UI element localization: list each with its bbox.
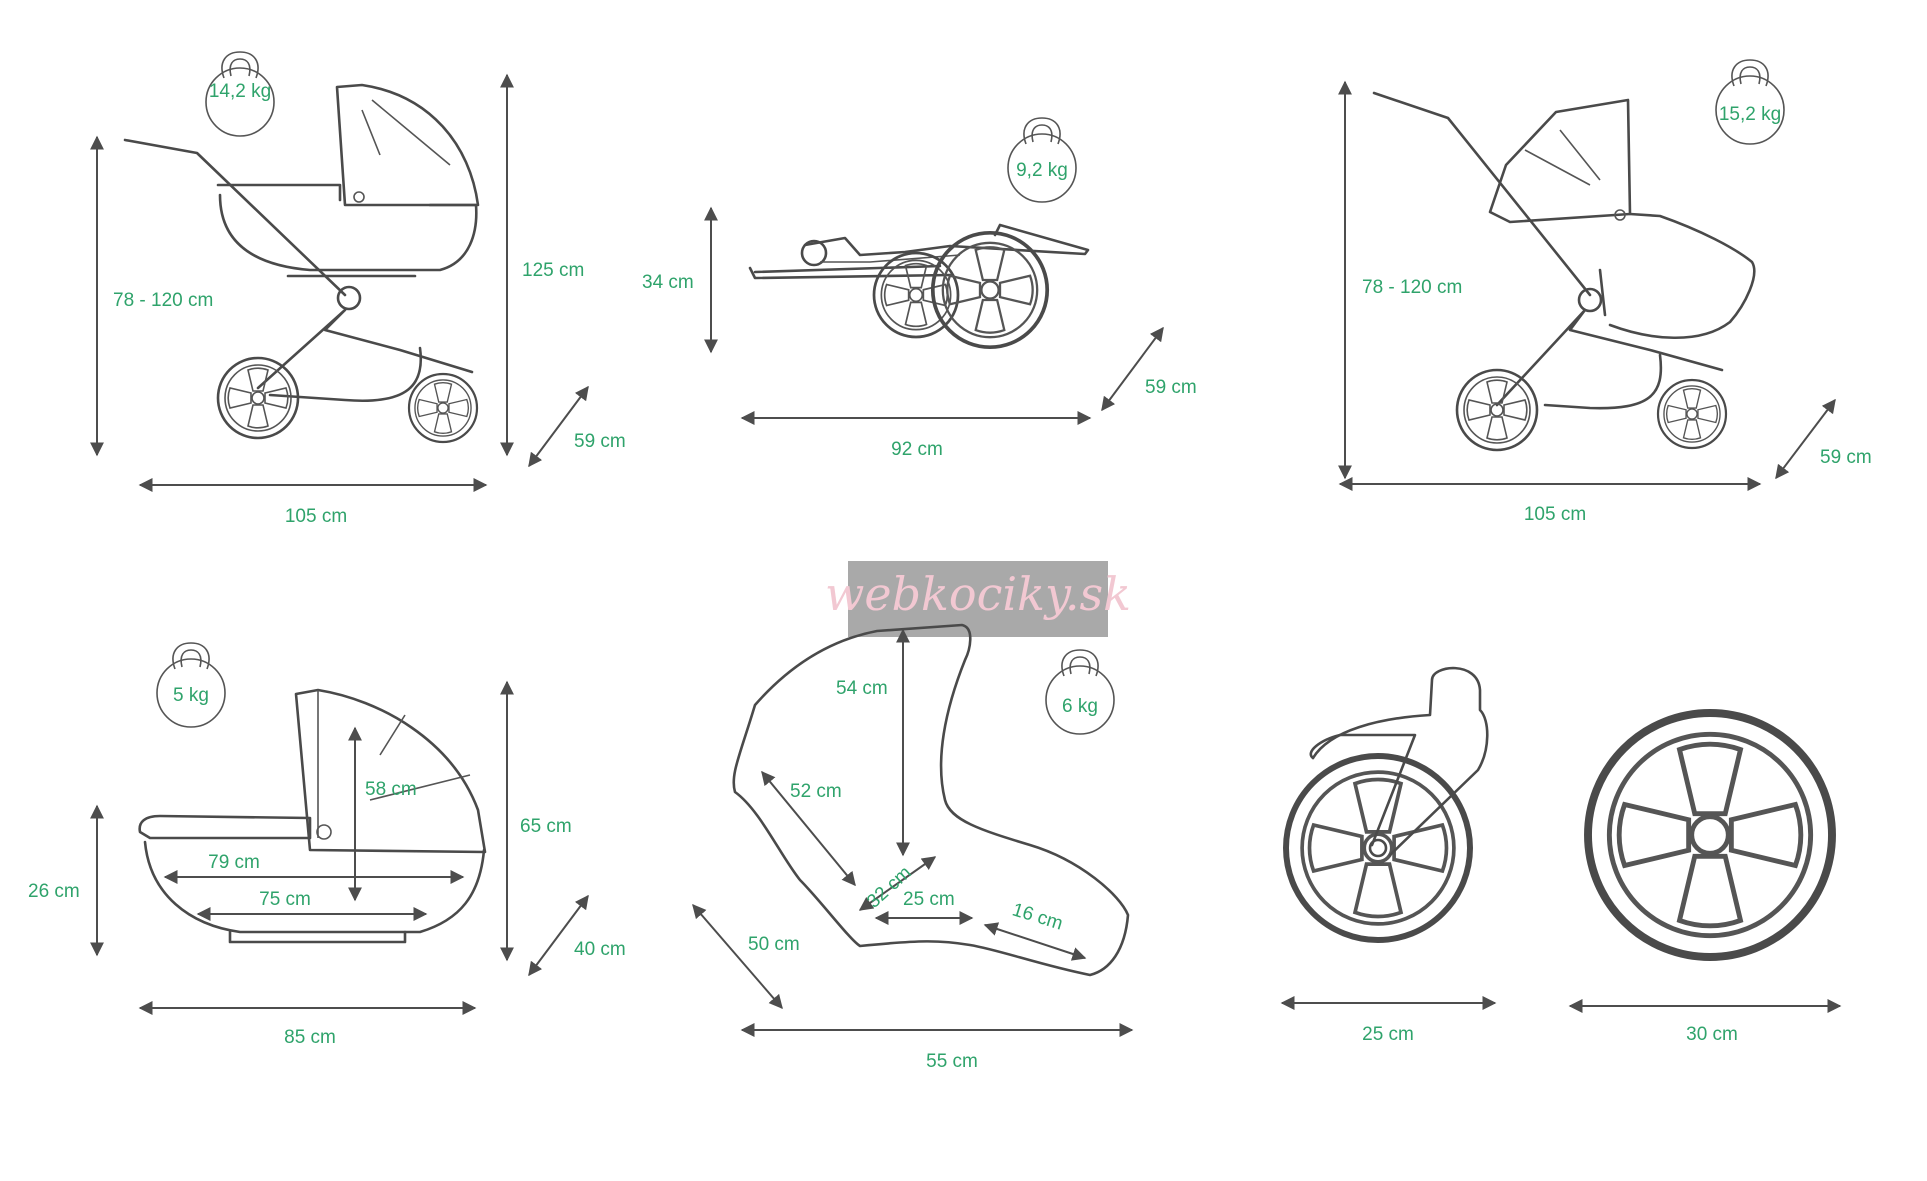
seat-overall-length: 55 cm (926, 1051, 978, 1072)
folded-weight: 9,2 kg (1016, 160, 1068, 181)
seat-panel: webkociky.sk 6 kg 54 cm 52 cm 32 cm 25 c… (692, 561, 1134, 1072)
stroller-weight: 15,2 kg (1719, 104, 1781, 125)
carrycot-weight: 5 kg (173, 685, 209, 706)
seat-weight: 6 kg (1062, 696, 1098, 717)
pram-width: 59 cm (574, 431, 626, 452)
stroller-height-range: 78 - 120 cm (1362, 277, 1462, 298)
seat-footrest: 16 cm (1010, 899, 1066, 934)
wheels-panel: 25 cm 30 cm (1280, 666, 1842, 1045)
stroller-rear-wheel-icon (1656, 378, 1728, 450)
folded-width-dimension (1101, 326, 1164, 412)
stroller-width: 59 cm (1820, 447, 1872, 468)
stroller-drawing-icon (1372, 91, 1756, 452)
front-wheel-drawing-icon (1286, 666, 1489, 940)
carrycot-inner-length-bottom: 75 cm (259, 889, 311, 910)
pram-rear-wheel-icon (407, 372, 479, 444)
pram-width-dimension (528, 385, 589, 468)
pram-weight: 14,2 kg (209, 81, 271, 102)
carrycot-width-dimension (528, 894, 589, 977)
watermark-text: webkociky.sk (825, 567, 1131, 621)
folded-panel: 9,2 kg 34 cm 59 cm 92 cm (642, 117, 1197, 460)
carrycot-outer-height: 26 cm (28, 881, 80, 902)
pram-height-range: 78 - 120 cm (113, 290, 213, 311)
carrycot-width: 40 cm (574, 939, 626, 960)
seat-back-length: 52 cm (790, 781, 842, 802)
carrycot-height: 65 cm (520, 816, 572, 837)
watermark-background (848, 561, 1108, 637)
pram-front-wheel-icon (216, 356, 300, 440)
seat-width: 50 cm (748, 934, 800, 955)
seat-width-dimension (692, 903, 783, 1010)
carrycot-length: 85 cm (284, 1027, 336, 1048)
folded-stroller-drawing-icon (748, 223, 1090, 350)
stroller-panel: 15,2 kg 78 - 120 cm 59 cm 105 cm (1338, 59, 1872, 525)
rear-wheel-size: 30 cm (1686, 1024, 1738, 1045)
weight-kettlebell-icon (1715, 59, 1785, 145)
seat-back-height: 54 cm (836, 678, 888, 699)
seat-back-length-dimension (761, 770, 856, 887)
folded-height: 34 cm (642, 272, 694, 293)
folded-length: 92 cm (891, 439, 943, 460)
pram-length: 105 cm (285, 506, 347, 527)
stroller-width-dimension (1775, 398, 1836, 480)
carrycot-hood-height: 58 cm (365, 779, 417, 800)
carrycot-inner-length-top: 79 cm (208, 852, 260, 873)
carrycot-drawing-icon (138, 688, 487, 944)
pram-drawing-icon (123, 83, 480, 444)
rear-wheel-drawing-icon (1588, 713, 1832, 957)
carrycot-panel: 5 kg 26 cm 79 cm 75 cm 58 cm 65 cm 40 cm… (28, 642, 626, 1048)
stroller-front-wheel-icon (1455, 368, 1539, 452)
front-wheel-size: 25 cm (1362, 1024, 1414, 1045)
seat-length: 25 cm (903, 889, 955, 910)
pram-panel: 14,2 kg 78 - 120 cm 125 cm 59 cm 105 cm (90, 51, 626, 527)
pram-height: 125 cm (522, 260, 584, 281)
stroller-length: 105 cm (1524, 504, 1586, 525)
folded-width: 59 cm (1145, 377, 1197, 398)
seat-depth-dimension (858, 856, 937, 911)
seat-footrest-dimension (983, 922, 1087, 961)
weight-kettlebell-icon (1045, 649, 1115, 735)
